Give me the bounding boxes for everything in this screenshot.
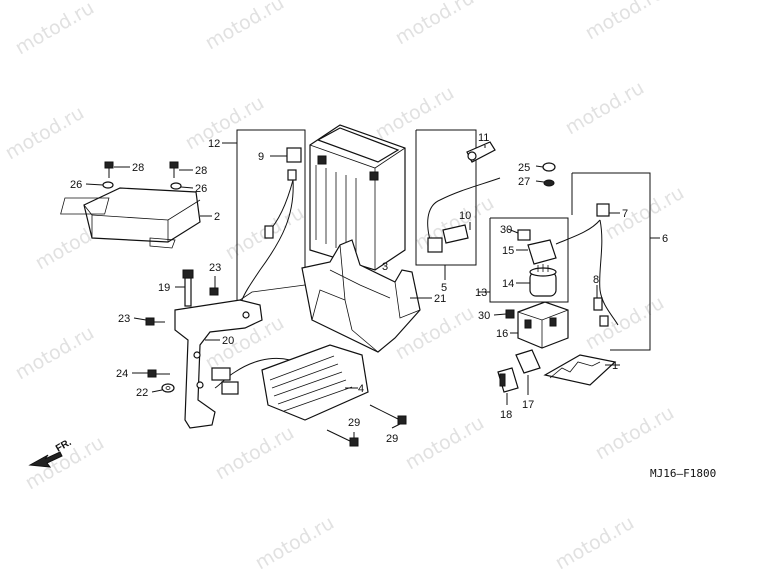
- callout-14: 14: [502, 278, 514, 290]
- leader-30b: [493, 313, 507, 316]
- starter-relay: [517, 229, 557, 297]
- callout-28b: 28: [195, 165, 207, 177]
- callout-4: 4: [358, 383, 364, 395]
- callout-15: 15: [502, 245, 514, 257]
- watermark: motod.ru: [552, 512, 638, 575]
- fastener: [542, 162, 556, 187]
- leader-30a: [507, 228, 519, 234]
- watermark: motod.ru: [592, 402, 678, 465]
- watermark: motod.ru: [212, 422, 298, 485]
- leader-25: [535, 165, 544, 168]
- callout-16: 16: [496, 328, 508, 340]
- battery-cable: [241, 147, 302, 301]
- callout-30a: 30: [500, 224, 512, 236]
- callout-20: 20: [222, 335, 234, 347]
- callout-1: 1: [612, 360, 618, 372]
- watermark: motod.ru: [562, 77, 648, 140]
- bracket-12: [236, 129, 306, 285]
- callout-29b: 29: [386, 433, 398, 445]
- ground-cable: [427, 141, 501, 253]
- watermark: motod.ru: [372, 82, 458, 145]
- callout-17: 17: [522, 399, 534, 411]
- regulator-rectifier: [211, 344, 369, 421]
- callout-12: 12: [208, 138, 220, 150]
- callout-3: 3: [382, 261, 388, 273]
- callout-13: 13: [475, 287, 487, 299]
- callout-26a: 26: [70, 179, 82, 191]
- callout-28a: 28: [132, 162, 144, 174]
- callout-11: 11: [478, 132, 489, 144]
- control-unit: [60, 187, 201, 249]
- callout-22: 22: [136, 387, 148, 399]
- bolt: [145, 287, 219, 326]
- leader-26a: [85, 183, 104, 186]
- callout-30b: 30: [478, 310, 490, 322]
- washer: [102, 181, 182, 190]
- relay-harness: [555, 203, 619, 327]
- callout-26b: 26: [195, 183, 207, 195]
- fuse-cover: [497, 349, 541, 393]
- callout-24: 24: [116, 368, 128, 380]
- bolt-rod: [182, 269, 194, 307]
- callout-18: 18: [500, 409, 512, 421]
- callout-6: 6: [662, 233, 668, 245]
- watermark: motod.ru: [582, 0, 668, 44]
- callout-8: 8: [593, 274, 599, 286]
- leader-23b: [133, 317, 147, 321]
- callout-23a: 23: [209, 262, 221, 274]
- watermark: motod.ru: [202, 0, 288, 54]
- watermark: motod.ru: [182, 92, 268, 155]
- battery: [309, 124, 406, 271]
- bolt: [147, 369, 170, 378]
- callout-5: 5: [441, 282, 447, 294]
- callout-27: 27: [518, 176, 530, 188]
- mounting-stay: [174, 284, 306, 429]
- diagram-code: MJ16—F1800: [650, 467, 716, 480]
- callout-19: 19: [158, 282, 170, 294]
- watermark: motod.ru: [252, 512, 338, 575]
- group-brackets: [222, 129, 660, 351]
- callout-9: 9: [258, 151, 264, 163]
- relay-cover: [543, 354, 617, 386]
- leader-27: [535, 180, 545, 183]
- callout-2: 2: [214, 211, 220, 223]
- leader-22: [151, 389, 163, 393]
- bracket-5: [415, 129, 477, 266]
- leader-26b: [180, 186, 194, 189]
- callout-25: 25: [518, 162, 530, 174]
- battery-box: [301, 239, 421, 353]
- fuse-box: [505, 301, 569, 349]
- washer: [161, 383, 175, 393]
- callout-21: 21: [434, 293, 446, 305]
- bracket-13: [489, 217, 569, 303]
- callout-10: 10: [459, 210, 471, 222]
- callout-labels: 1 2 3 4 5 6 7 8 9 10 11 12 13 14 15 16 1…: [70, 132, 668, 445]
- callout-7: 7: [622, 208, 628, 220]
- bracket-6: [572, 172, 651, 351]
- bolt: [326, 404, 407, 447]
- callout-29a: 29: [348, 417, 360, 429]
- watermark: motod.ru: [2, 102, 88, 165]
- watermark: motod.ru: [392, 0, 478, 49]
- bolt: [104, 161, 179, 178]
- leader-29b: [391, 423, 401, 429]
- watermark: motod.ru: [412, 192, 498, 255]
- watermark: motod.ru: [402, 412, 488, 475]
- watermark: motod.ru: [12, 0, 98, 59]
- watermark: motod.ru: [12, 322, 98, 385]
- callout-23b: 23: [118, 313, 130, 325]
